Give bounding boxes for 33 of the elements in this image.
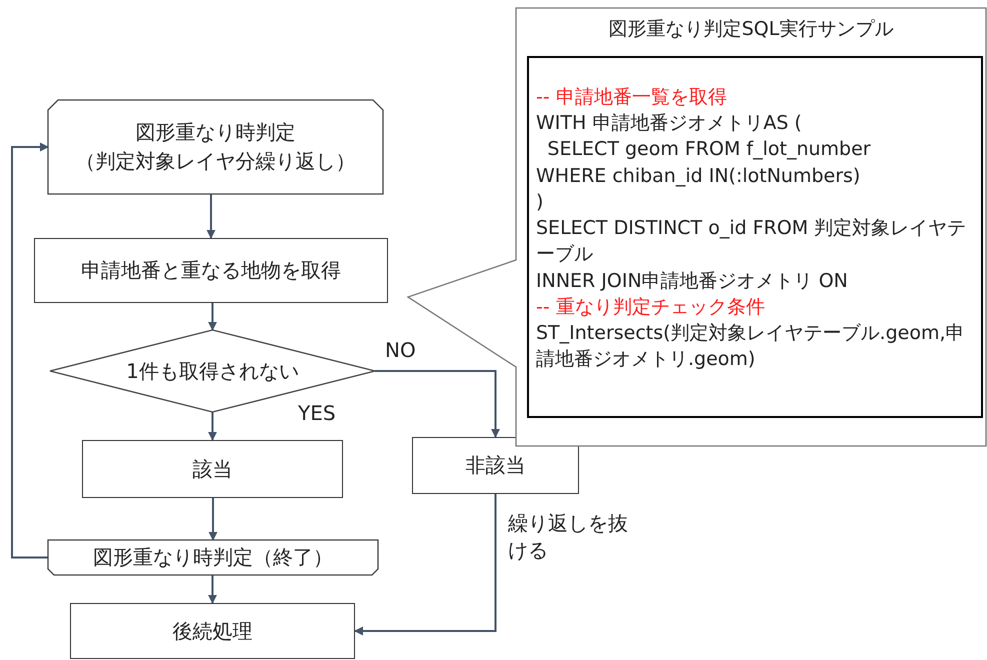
node-label: 図形重なり判定SQL実行サンプル	[608, 17, 894, 42]
arrow	[375, 370, 500, 438]
node-label: 非該当	[466, 452, 526, 479]
arrow	[206, 194, 216, 239]
node-label: 図形重なり時判定	[136, 119, 296, 146]
node-label: 後続処理	[172, 618, 252, 644]
code-line: )	[536, 190, 544, 215]
process-box	[412, 437, 579, 494]
code-line: INNER JOIN申請地番ジオメトリ ON	[536, 268, 848, 294]
arrow	[354, 494, 496, 636]
node-label: 1件も取得されない	[126, 358, 299, 384]
arrow	[208, 575, 217, 604]
arrow	[11, 142, 49, 558]
code-line: SELECT geom FROM f_lot_number	[546, 137, 871, 162]
code-line: SELECT DISTINCT o_id FROM 判定対象レイヤテーブル	[536, 216, 968, 268]
code-line: ST_Intersects(判定対象レイヤテーブル.geom,申請地番ジオメトリ.geom)	[536, 320, 966, 372]
node-subtitle: （判定対象レイヤ分繰り返し）	[76, 148, 356, 175]
arrow	[208, 498, 218, 541]
code-comment: -- 重なり判定チェック条件	[536, 294, 765, 320]
code-comment: -- 申請地番一覧を取得	[536, 85, 727, 110]
process-box	[82, 440, 343, 498]
loop-start-box	[48, 100, 383, 194]
node-label: 申請地番と重なる地物を取得	[81, 257, 341, 284]
code-line: WITH 申請地番ジオメトリAS (	[536, 111, 802, 136]
arrow	[208, 412, 217, 441]
code-box	[527, 56, 983, 418]
process-box	[70, 603, 355, 659]
loop-end-box	[48, 540, 378, 575]
process-box	[34, 238, 388, 303]
code-line: WHERE chiban_id IN(:lotNumbers)	[536, 164, 860, 189]
node-label: 図形重なり時判定（終了）	[93, 544, 333, 571]
node-label: 該当	[192, 456, 232, 482]
arrow	[208, 303, 217, 331]
